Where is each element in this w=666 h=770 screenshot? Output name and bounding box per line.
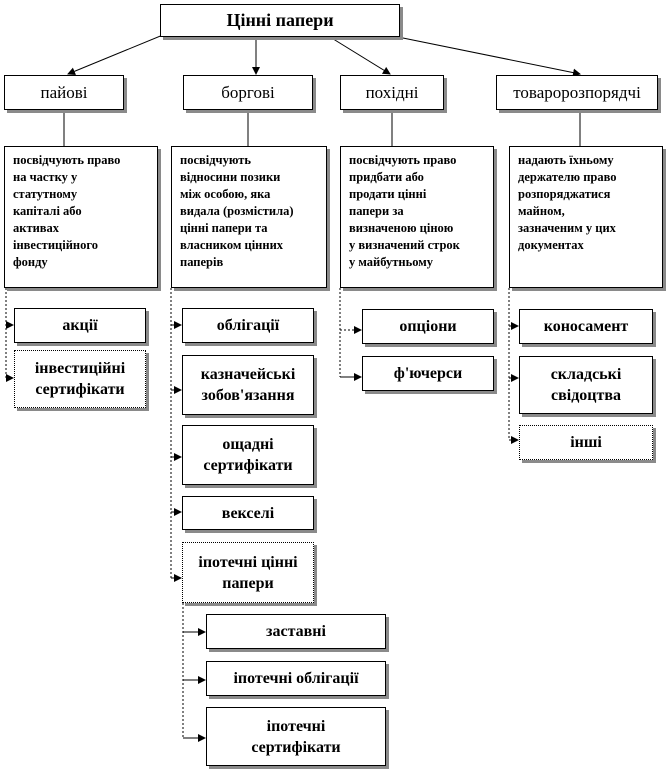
item-label: акції xyxy=(62,317,98,334)
item-label: коносамент xyxy=(543,318,629,335)
description-pokhidni: посвідчують право придбати або продати ц… xyxy=(340,146,494,288)
category-tovarorozporiadchi: товаророзпорядчі xyxy=(496,75,658,110)
category-pokhidni: похідні xyxy=(340,75,444,110)
category-label: товаророзпорядчі xyxy=(513,83,641,102)
item-label: казначейські зобов'язання xyxy=(200,366,296,404)
item-kaznacheiski-zoboviazannia: казначейські зобов'язання xyxy=(182,355,314,415)
arrow-root-to-pokhidni xyxy=(329,36,391,75)
description-borhovi: посвідчують відносини позики між особою,… xyxy=(171,146,327,288)
category-label: похідні xyxy=(365,83,419,102)
arrow-root-to-payovi xyxy=(67,29,176,76)
root-label: Цінні папери xyxy=(226,10,334,30)
item-label: векселі xyxy=(221,504,275,522)
item-vekseli: векселі xyxy=(182,496,314,530)
item-investytsiini-sertyfikaty: інвестиційні сертифікати xyxy=(14,350,146,408)
arrow-root-to-tovarorozporiadchi xyxy=(397,36,581,77)
description-payovi: посвідчують право на частку у статутному… xyxy=(4,146,158,288)
item-label: іпотечні сертифікати xyxy=(251,717,341,756)
item-label: опціони xyxy=(399,318,457,335)
item-label: іпотечні облігації xyxy=(233,670,359,687)
item-fiuchersy: ф'ючерси xyxy=(362,356,494,391)
item-label: ощадні сертифікати xyxy=(203,436,293,474)
subitem-ipotechni-oblihatsii: іпотечні облігації xyxy=(206,661,386,696)
description-tovarorozporiadchi: надають їхньому держателю право розпоряд… xyxy=(509,146,663,288)
item-inshi: інші xyxy=(519,425,653,460)
item-label: інвестиційні сертифікати xyxy=(34,360,126,398)
category-label: пайові xyxy=(40,83,88,102)
category-borhovi: боргові xyxy=(183,75,313,110)
item-label: складські свідоцтва xyxy=(550,366,622,404)
item-label: інші xyxy=(570,434,602,451)
item-label: заставні xyxy=(266,623,326,640)
subitem-ipotechni-sertyfikaty: іпотечні сертифікати xyxy=(206,707,386,766)
item-obligatsii: облігації xyxy=(182,308,314,343)
item-optsiony: опціони xyxy=(362,309,494,344)
item-label: іпотечні цінні папери xyxy=(198,553,298,592)
item-aktsii: акції xyxy=(14,308,146,343)
item-skladski-svidotstva: складські свідоцтва xyxy=(519,356,653,414)
subitem-zastavni: заставні xyxy=(206,614,386,649)
item-konosament: коносамент xyxy=(519,309,653,344)
item-label: облігації xyxy=(216,317,280,334)
item-ipotechni-tsinni-papery: іпотечні цінні папери xyxy=(182,542,314,603)
item-oshchadni-sertyfikaty: ощадні сертифікати xyxy=(182,425,314,485)
item-label: ф'ючерси xyxy=(393,365,463,382)
category-label: боргові xyxy=(221,83,275,102)
root-box: Цінні папери xyxy=(160,4,400,37)
category-payovi: пайові xyxy=(4,75,124,110)
